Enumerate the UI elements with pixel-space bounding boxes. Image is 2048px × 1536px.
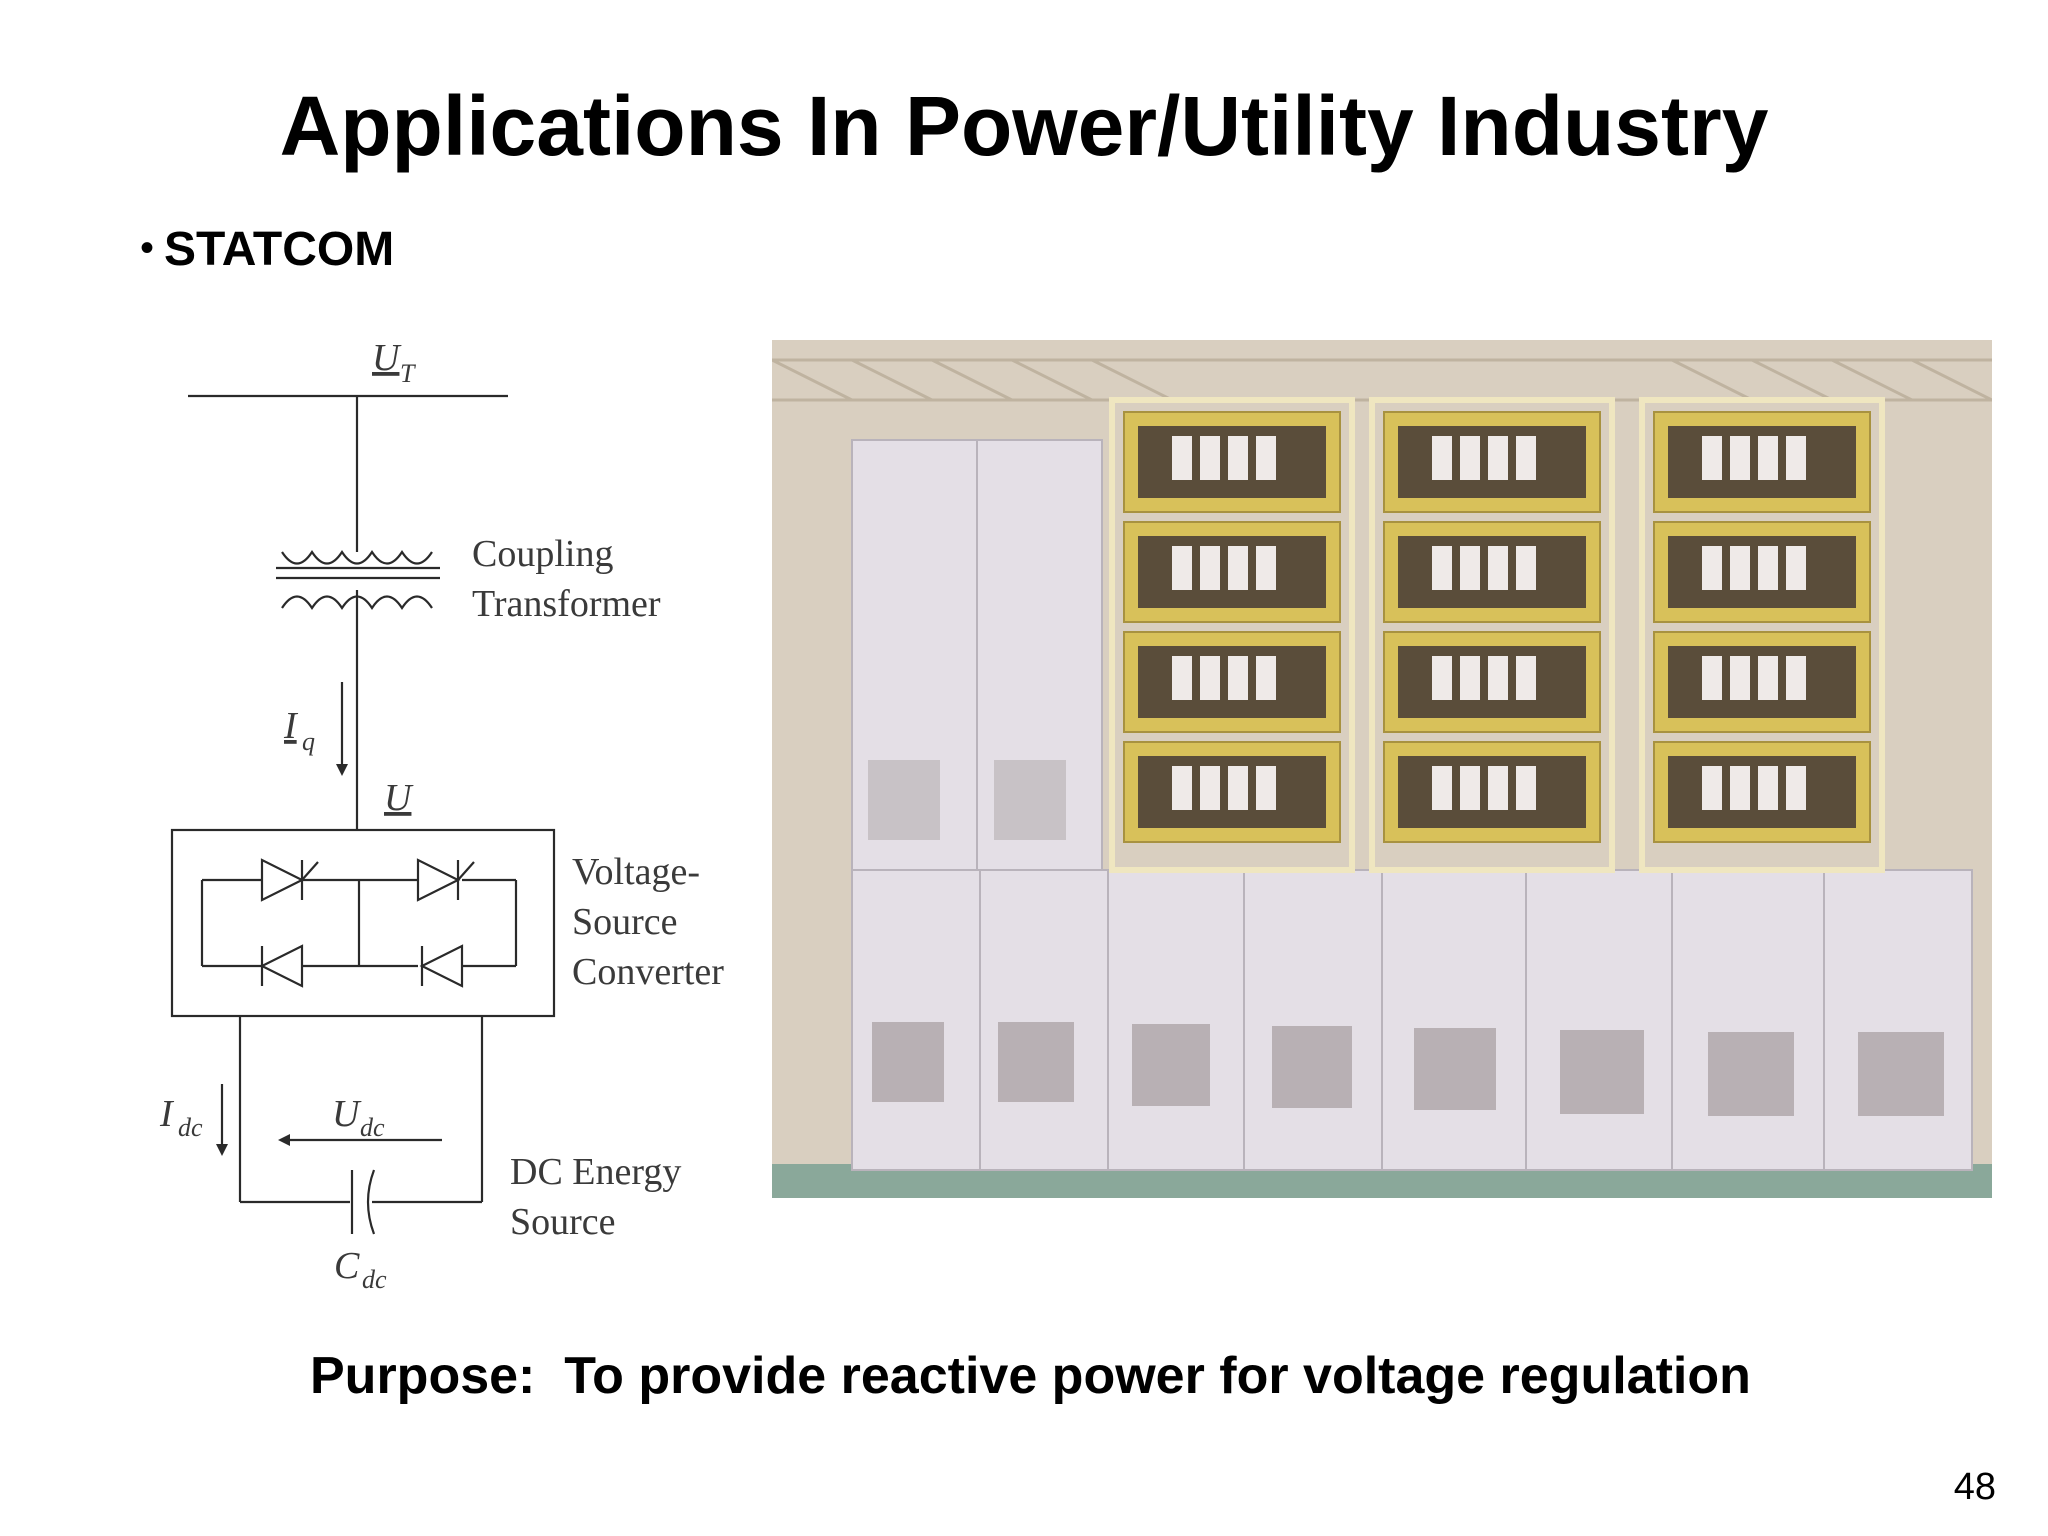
page-number: 48 [1953, 1466, 1996, 1508]
thyristor-2 [416, 858, 461, 902]
label-coupling-1: Coupling [472, 533, 613, 575]
rack-switch-units [1172, 436, 1806, 810]
label-cdc: C [334, 1245, 360, 1287]
bullet-text: STATCOM [164, 223, 395, 276]
label-vsc-2: Source [572, 901, 678, 943]
label-vsc-1: Voltage- [572, 851, 700, 893]
label-ut-sub: T [400, 359, 416, 388]
vent-grille [868, 760, 940, 840]
thyristor-1-gate [301, 861, 319, 881]
bullet-dot: • [140, 226, 155, 270]
capacitor-plate-2 [366, 1169, 376, 1235]
label-ut: U [372, 337, 402, 379]
iq-arrow-head [336, 764, 348, 776]
converter-rack-columns [1109, 397, 1885, 873]
label-coupling-2: Transformer [472, 583, 661, 625]
purpose-statement: Purpose: To provide reactive power for v… [310, 1347, 1751, 1405]
label-dc-2: Source [510, 1201, 616, 1243]
thyristor-1 [260, 858, 305, 902]
converter-box [170, 828, 556, 1018]
statcom-equipment-photo [772, 340, 1992, 1198]
idc-arrow-head [216, 1144, 228, 1156]
lower-vents [872, 1022, 1944, 1116]
diode-2 [419, 944, 464, 988]
vent-grille [994, 760, 1066, 840]
udc-arrow-head [278, 1134, 290, 1146]
label-iq-sub: q [302, 727, 315, 756]
lower-cabinet-row [851, 869, 1973, 1171]
label-iq: I [283, 705, 299, 747]
label-cdc-sub: dc [362, 1265, 387, 1294]
label-dc-1: DC Energy [510, 1151, 681, 1193]
label-idc-sub: dc [178, 1113, 203, 1142]
label-u: U [384, 777, 414, 819]
bullet-statcom: •STATCOM [140, 222, 394, 277]
slide-title: Applications In Power/Utility Industry [279, 79, 1769, 173]
thyristor-2-gate [457, 861, 475, 881]
diode-1 [259, 944, 304, 988]
transformer-primary [281, 549, 433, 565]
label-idc: I [159, 1093, 175, 1135]
label-udc: U [332, 1093, 362, 1135]
label-vsc-3: Converter [572, 951, 724, 993]
label-udc-sub: dc [360, 1113, 385, 1142]
